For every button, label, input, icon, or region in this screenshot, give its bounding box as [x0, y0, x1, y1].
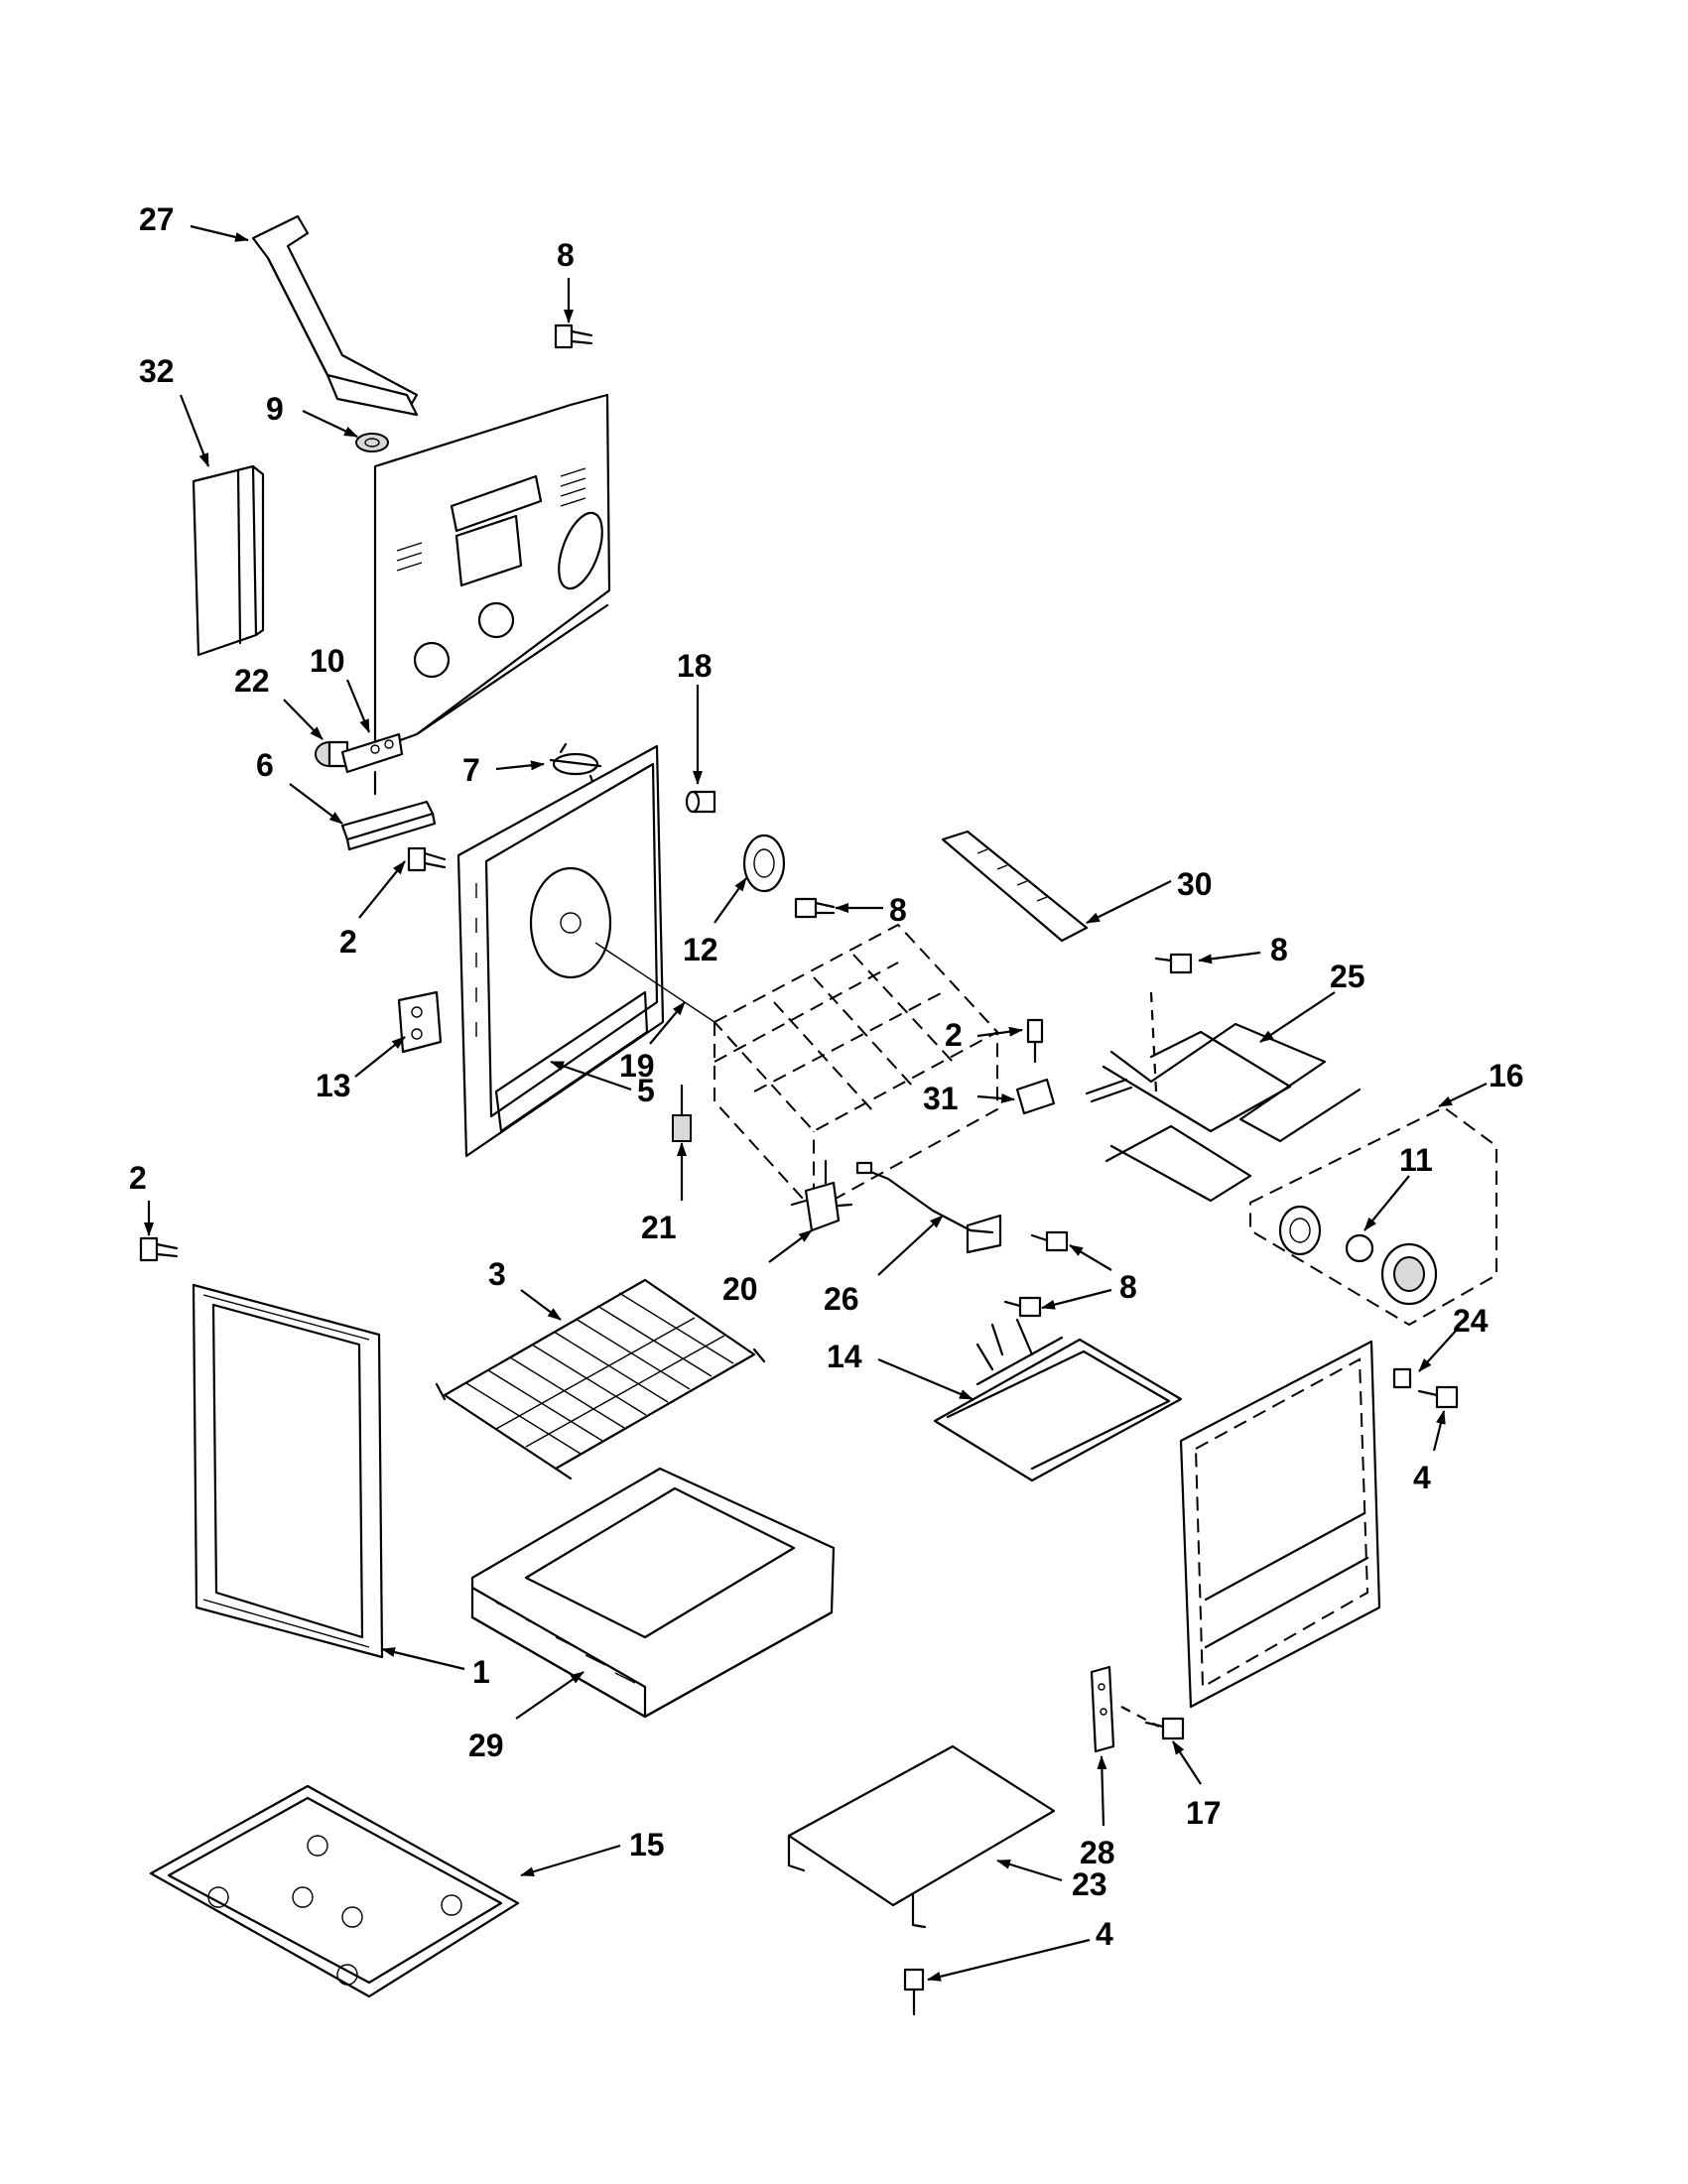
callout-30: 30 [1177, 866, 1213, 902]
part-screw-4a [1417, 1385, 1459, 1409]
callout-18: 18 [677, 648, 713, 684]
callout-1: 1 [472, 1654, 490, 1690]
part-lamp-socket-20 [790, 1159, 853, 1232]
callout-15: 15 [629, 1827, 665, 1863]
part-screw-8b [794, 897, 836, 919]
part-screw-17 [1144, 1717, 1185, 1740]
callout-19: 19 [619, 1048, 655, 1084]
callout-31: 31 [923, 1081, 959, 1116]
part-bulb-11 [1278, 1205, 1438, 1306]
callout-25: 25 [1330, 959, 1365, 994]
leader-lines [144, 224, 1488, 1982]
part-oven-liner [594, 923, 999, 1214]
part-bracket-13 [397, 990, 443, 1054]
callout-11: 11 [1399, 1142, 1433, 1178]
callout-22: 22 [234, 663, 270, 699]
part-shield-23 [787, 1744, 1056, 1929]
part-bottom-panel [149, 1784, 520, 1998]
callout-8: 8 [557, 237, 575, 273]
callout-20: 20 [722, 1271, 758, 1307]
part-top-bracket [251, 214, 419, 417]
part-bracket-10 [340, 732, 404, 796]
callout-26: 26 [824, 1281, 859, 1317]
part-broil-element [1085, 1022, 1362, 1203]
part-bracket-7 [549, 742, 602, 786]
part-oven-rack [435, 1278, 766, 1480]
callout-4: 4 [1413, 1460, 1431, 1495]
callout-24: 24 [1453, 1303, 1489, 1339]
callout-7: 7 [462, 752, 480, 788]
callout-9: 9 [266, 391, 284, 427]
part-screw-2c [139, 1236, 179, 1262]
part-socket-21 [672, 1084, 692, 1142]
part-screw-2a [407, 846, 447, 872]
callout-2: 2 [945, 1017, 963, 1053]
callout-28: 28 [1080, 1835, 1115, 1870]
part-bracket-31 [1015, 1078, 1056, 1115]
callout-23: 23 [1072, 1866, 1107, 1902]
part-screw-8d [1003, 1230, 1069, 1318]
part-front-frame [456, 744, 665, 1158]
callout-29: 29 [468, 1728, 504, 1763]
part-rear-panel [373, 393, 611, 751]
callout-8: 8 [889, 892, 907, 928]
part-light-kit [1249, 1105, 1497, 1327]
part-side-bracket [192, 464, 265, 657]
part-disc-12 [742, 834, 786, 893]
callout-27: 27 [139, 201, 175, 237]
part-rail-30 [941, 830, 1089, 943]
callout-2: 2 [129, 1160, 147, 1196]
part-screw-24 [1392, 1367, 1412, 1389]
callout-2: 2 [339, 924, 357, 960]
part-grommet [355, 433, 389, 452]
part-connector-22 [315, 740, 349, 768]
callout-21: 21 [641, 1210, 677, 1245]
part-wire-26 [855, 1161, 1002, 1254]
callout-17: 17 [1186, 1795, 1222, 1831]
callout-8: 8 [1119, 1269, 1137, 1305]
callout-32: 32 [139, 353, 175, 389]
part-screw-8c [1154, 953, 1193, 974]
part-side-frame [1179, 1340, 1381, 1709]
callout-13: 13 [316, 1068, 351, 1103]
callout-4: 4 [1096, 1916, 1113, 1952]
callout-14: 14 [827, 1339, 862, 1374]
part-screw-4b [903, 1968, 925, 2016]
part-bracket-28 [1090, 1665, 1115, 1753]
callout-8: 8 [1270, 932, 1288, 967]
callout-12: 12 [683, 932, 718, 967]
part-screw-top [554, 323, 593, 349]
part-channel-6 [340, 800, 437, 851]
callout-labels: 27 8 32 9 22 10 6 7 18 12 8 30 2 8 25 13… [129, 201, 1524, 1952]
part-plug-18 [685, 790, 716, 814]
part-oven-door [192, 1283, 384, 1659]
callout-3: 3 [488, 1256, 506, 1292]
callout-10: 10 [310, 643, 345, 679]
callout-16: 16 [1489, 1058, 1524, 1093]
part-bake-element [933, 1318, 1183, 1482]
part-drawer-29 [470, 1467, 836, 1719]
callout-6: 6 [256, 747, 274, 783]
callout-5: 5 [637, 1073, 655, 1108]
part-screw-2b [1026, 1018, 1044, 1064]
